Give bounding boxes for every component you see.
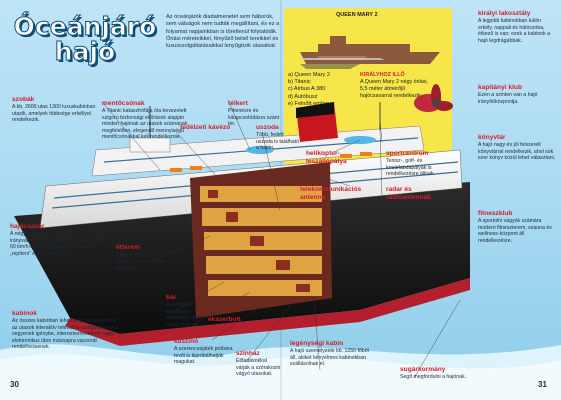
label-kabinok: kabinok Az összes kabinban lehetőség van… xyxy=(12,310,119,351)
quiz-option-2: b) Titanic xyxy=(288,79,311,86)
tip-box: KIRÁLYHOZ ILLŐ A Queen Mary 2 négy óriás… xyxy=(360,72,432,100)
quiz: a) Queen Mary 2 b) Titanic c) Airbus A 3… xyxy=(288,72,330,108)
label-kaszino: kaszinó A szerencsejáték próbára tevői i… xyxy=(174,338,233,366)
label-szobak: szobák A kb. 2600 utas 1300 luxuskabinba… xyxy=(12,96,96,124)
label-radar-es-radioantennak: radar és rádióantennák xyxy=(386,186,432,201)
label-mentocsonak: mentőcsónak A Titanic katasztrófája óta … xyxy=(102,100,188,141)
label-szinhaz: színház Előadásokkal várják a szórakozni… xyxy=(236,350,281,378)
label-bar: bár A vendégek számtalan lehetőség közül… xyxy=(166,294,203,328)
label-sugarkormany: sugárkormány Segít megfordulni a hajónak… xyxy=(400,366,467,380)
label-fedelzeti-kavezo: fedélzeti kávézó xyxy=(180,124,231,131)
label-kapitanyi-klub: kapitányi klub Ezen a szinten van a hajó… xyxy=(478,84,538,105)
page-number-left: 30 xyxy=(10,380,19,389)
label-helikopter-leszallopalya: helikopter-leszállópálya xyxy=(306,150,347,165)
label-sportcentrum: sportcentrum Tenisz-, golf- és kosárlabd… xyxy=(386,150,436,178)
label-fitneszklub: fitneszklub A sportolni vágyók számára m… xyxy=(478,210,552,244)
label-uszoda: uszoda Több, fedett uszoda is található … xyxy=(256,124,299,152)
quiz-option-3: c) Airbus A 380 xyxy=(288,86,326,93)
label-legenysegi-kabin: legénységi kabin A hajó személyzete kb. … xyxy=(290,340,369,368)
label-ekszerbolt: ékszerbolt xyxy=(208,316,241,323)
tip-title: KIRÁLYHOZ ILLŐ xyxy=(360,72,405,78)
label-hajocsavar: hajócsavar A négy hajócsavar közül kettő… xyxy=(10,223,101,257)
ship-silhouette-title: QUEEN MARY 2 xyxy=(336,12,378,18)
page-number-right: 31 xyxy=(538,380,547,389)
label-telkert: télkert Pihenésre és kikapcsolódásra szá… xyxy=(228,100,280,128)
label-telekommunikacios-antenna: telekommunikációs antenna xyxy=(300,186,362,201)
label-konyvtar: könyvtár A hajó nagy és jól felszerelt k… xyxy=(478,134,556,162)
quiz-option-1: a) Queen Mary 2 xyxy=(288,72,330,78)
tip-text: A Queen Mary 2 négy óriási, 5,5 méter át… xyxy=(360,79,429,99)
label-kiralyi-lakosztaly: királyi lakosztály A legjobb kabinokban … xyxy=(478,10,551,44)
quiz-option-5: e) Felnőtt ember xyxy=(288,100,330,107)
intro-text: Az óceánjárók diadalmenetét sem háborúk,… xyxy=(166,14,280,50)
label-etterem: étterem Ezen a hajón több étterem várja … xyxy=(116,244,166,272)
quiz-option-4: d) Autóbusz xyxy=(288,93,318,100)
page-title: Óceánjáró hajó xyxy=(13,12,157,66)
